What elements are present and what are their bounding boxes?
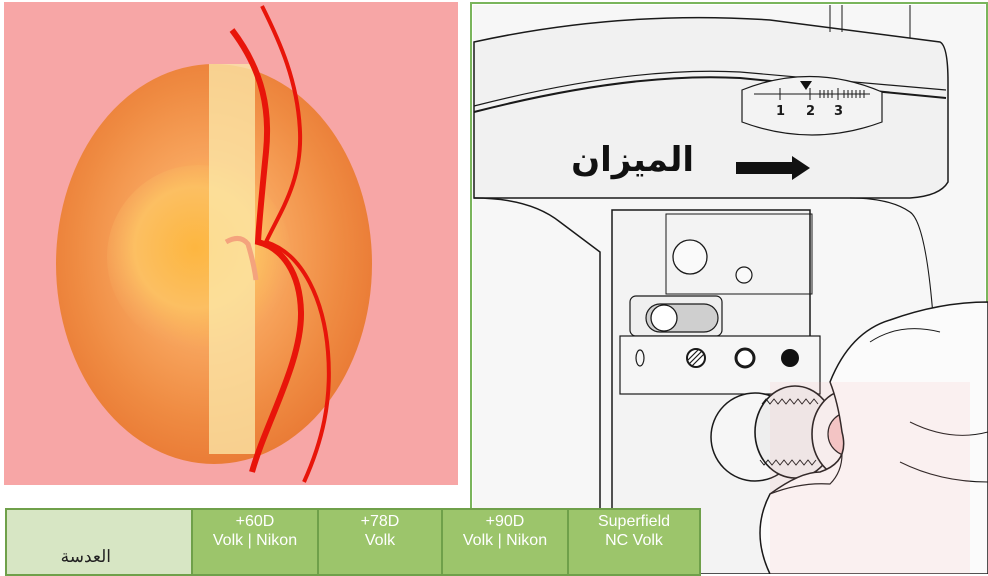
dial-number-2: 2	[806, 104, 815, 119]
dial-scale: 1 2 3	[742, 76, 882, 135]
slit-lamp-illustration: 1 2 3	[470, 2, 988, 574]
table-cell-line2: Volk	[319, 531, 441, 550]
table-cell-line2: Volk | Nikon	[193, 531, 317, 550]
table-cell: Superfield NC Volk	[568, 509, 700, 575]
table-cell-line2: Volk | Nikon	[443, 531, 567, 550]
table-row: العدسة +60D Volk | Nikon +78D Volk +90D …	[6, 509, 700, 575]
fundus-illustration	[4, 2, 458, 485]
table-cell-line2: NC Volk	[569, 531, 699, 550]
table-cell-line1: +60D	[193, 512, 317, 531]
table-row-header: العدسة	[6, 509, 192, 575]
table-cell-line1: +90D	[443, 512, 567, 531]
table-cell: +90D Volk | Nikon	[442, 509, 568, 575]
dial-number-1: 1	[776, 104, 785, 119]
table-cell: +78D Volk	[318, 509, 442, 575]
upper-knob	[673, 240, 707, 274]
open-filter-icon	[736, 349, 754, 367]
lens-table: العدسة +60D Volk | Nikon +78D Volk +90D …	[5, 508, 701, 576]
filled-filter-icon	[781, 349, 799, 367]
table-cell-line1: Superfield	[569, 512, 699, 531]
table-cell: +60D Volk | Nikon	[192, 509, 318, 575]
dial-number-3: 3	[834, 104, 843, 119]
slit-beam	[209, 64, 255, 454]
table-cell-line1: +78D	[319, 512, 441, 531]
balance-label: الميزان	[554, 138, 694, 182]
